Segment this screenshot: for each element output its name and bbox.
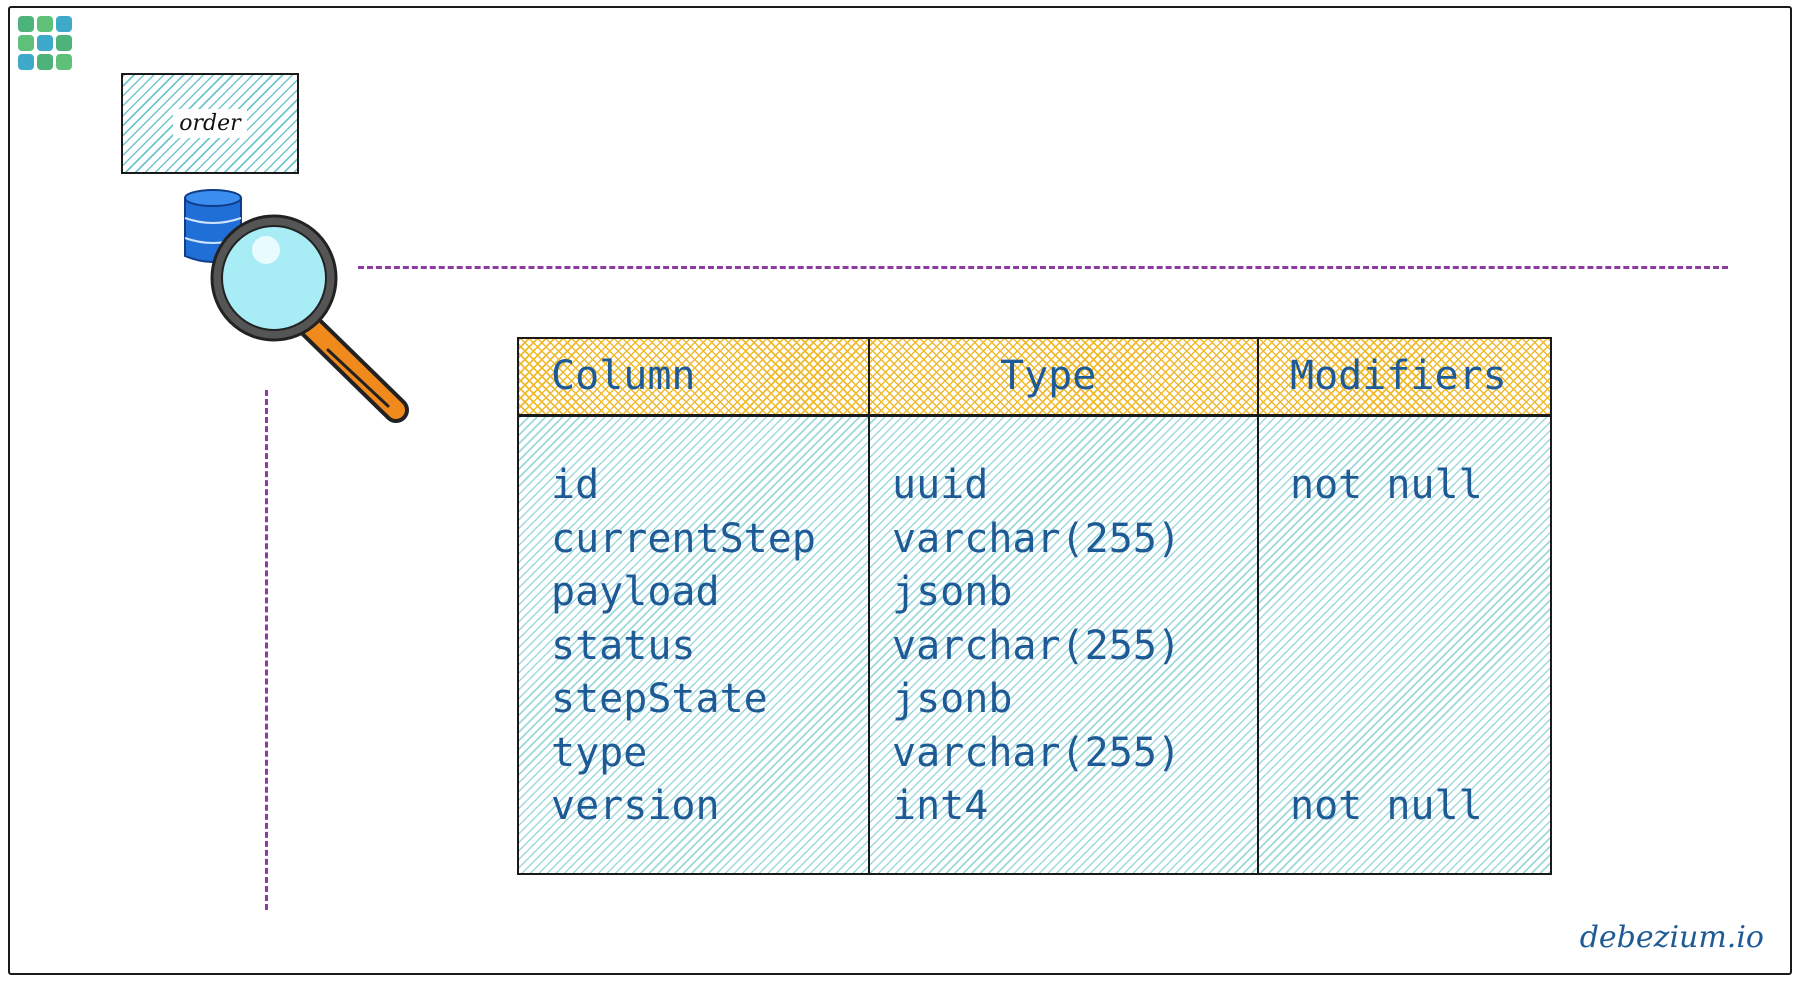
diagram-frame xyxy=(8,6,1792,975)
cell-type: varchar(255) xyxy=(892,622,1181,669)
order-table-box: order xyxy=(121,73,299,174)
cell-column: currentStep xyxy=(551,515,816,562)
column-divider xyxy=(868,339,870,873)
column-divider xyxy=(1257,339,1259,873)
cell-column: id xyxy=(551,462,600,508)
cell-modifiers: not null xyxy=(1290,783,1483,829)
cell-type: jsonb xyxy=(892,676,1013,722)
dashed-connector-vertical xyxy=(265,390,268,910)
cell-type: int4 xyxy=(892,783,989,829)
cell-modifiers: not null xyxy=(1290,462,1483,508)
table-header xyxy=(519,339,1550,417)
header-modifiers: Modifiers xyxy=(1290,353,1507,399)
cell-column: version xyxy=(551,783,720,829)
database-icon xyxy=(184,189,242,263)
schema-table: Column Type Modifiers id uuid not null c… xyxy=(517,337,1552,875)
cell-column: status xyxy=(551,622,696,669)
order-label: order xyxy=(173,109,247,138)
header-type: Type xyxy=(1000,353,1097,399)
brand-watermark: debezium.io xyxy=(1579,920,1764,955)
grid-logo-icon xyxy=(18,16,72,70)
cell-column: type xyxy=(551,729,648,776)
cell-column: payload xyxy=(551,569,720,615)
header-column: Column xyxy=(551,353,696,399)
cell-type: varchar(255) xyxy=(892,729,1181,776)
cell-type: jsonb xyxy=(892,569,1013,615)
cell-type: uuid xyxy=(892,462,989,508)
table-body xyxy=(519,417,1550,873)
dashed-connector-horizontal xyxy=(358,266,1728,269)
cell-column: stepState xyxy=(551,676,768,722)
cell-type: varchar(255) xyxy=(892,515,1181,562)
magnifying-glass-icon xyxy=(210,214,409,423)
